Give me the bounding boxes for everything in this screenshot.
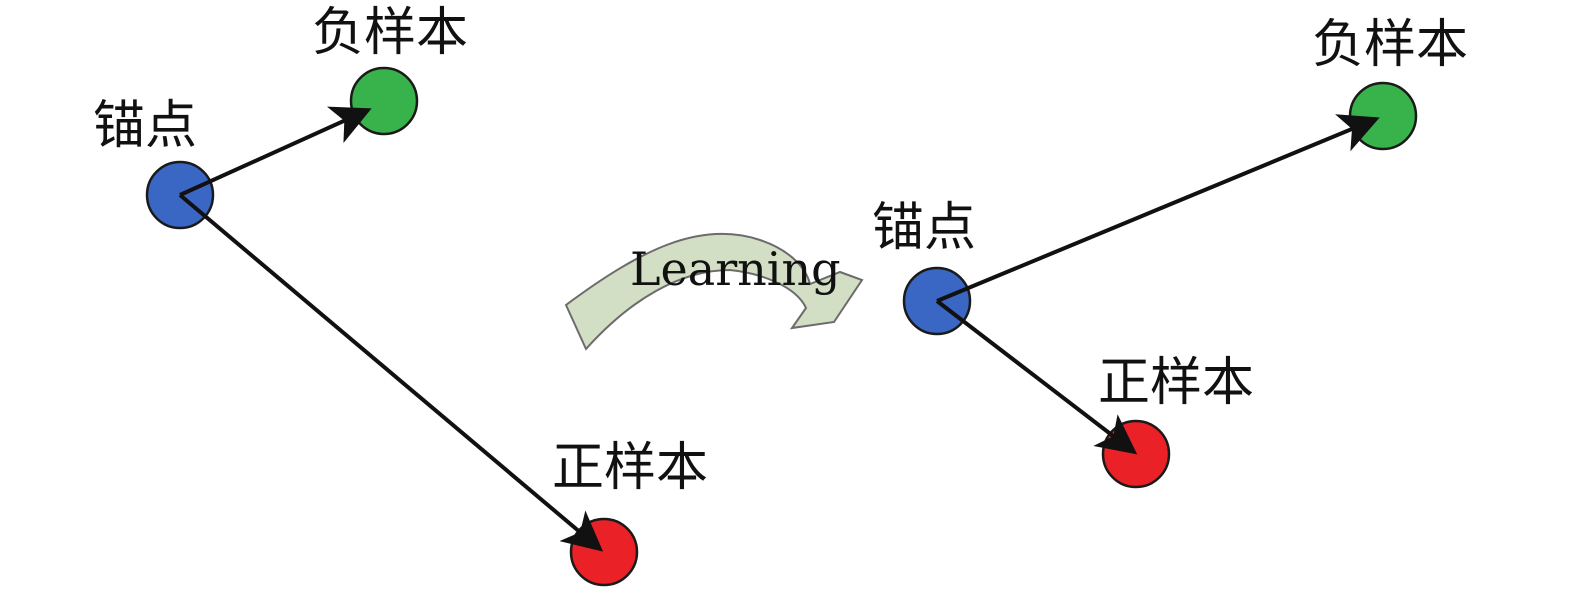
after-anchor-label: 锚点 <box>872 198 976 258</box>
before-panel: 负样本 锚点 正样本 <box>93 3 708 587</box>
after-anchor-positive-edge <box>935 299 1138 455</box>
before-anchor-positive-edge <box>178 193 604 552</box>
before-positive-label: 正样本 <box>552 438 708 498</box>
learning-label: Learning <box>630 242 841 296</box>
before-positive-node <box>569 517 639 587</box>
after-negative-node <box>1348 81 1418 151</box>
after-negative-label: 负样本 <box>1312 15 1468 75</box>
learning-transition: Learning <box>564 232 864 351</box>
before-anchor-negative-edge <box>179 106 372 197</box>
after-positive-node <box>1101 419 1171 489</box>
curved-arrow-icon <box>564 232 864 351</box>
after-anchor-negative-edge <box>936 114 1380 303</box>
after-positive-label: 正样本 <box>1098 353 1254 413</box>
after-panel: 负样本 锚点 正样本 <box>872 15 1468 489</box>
before-negative-node <box>349 66 419 136</box>
before-anchor-label: 锚点 <box>93 96 197 156</box>
before-negative-label: 负样本 <box>312 3 468 63</box>
